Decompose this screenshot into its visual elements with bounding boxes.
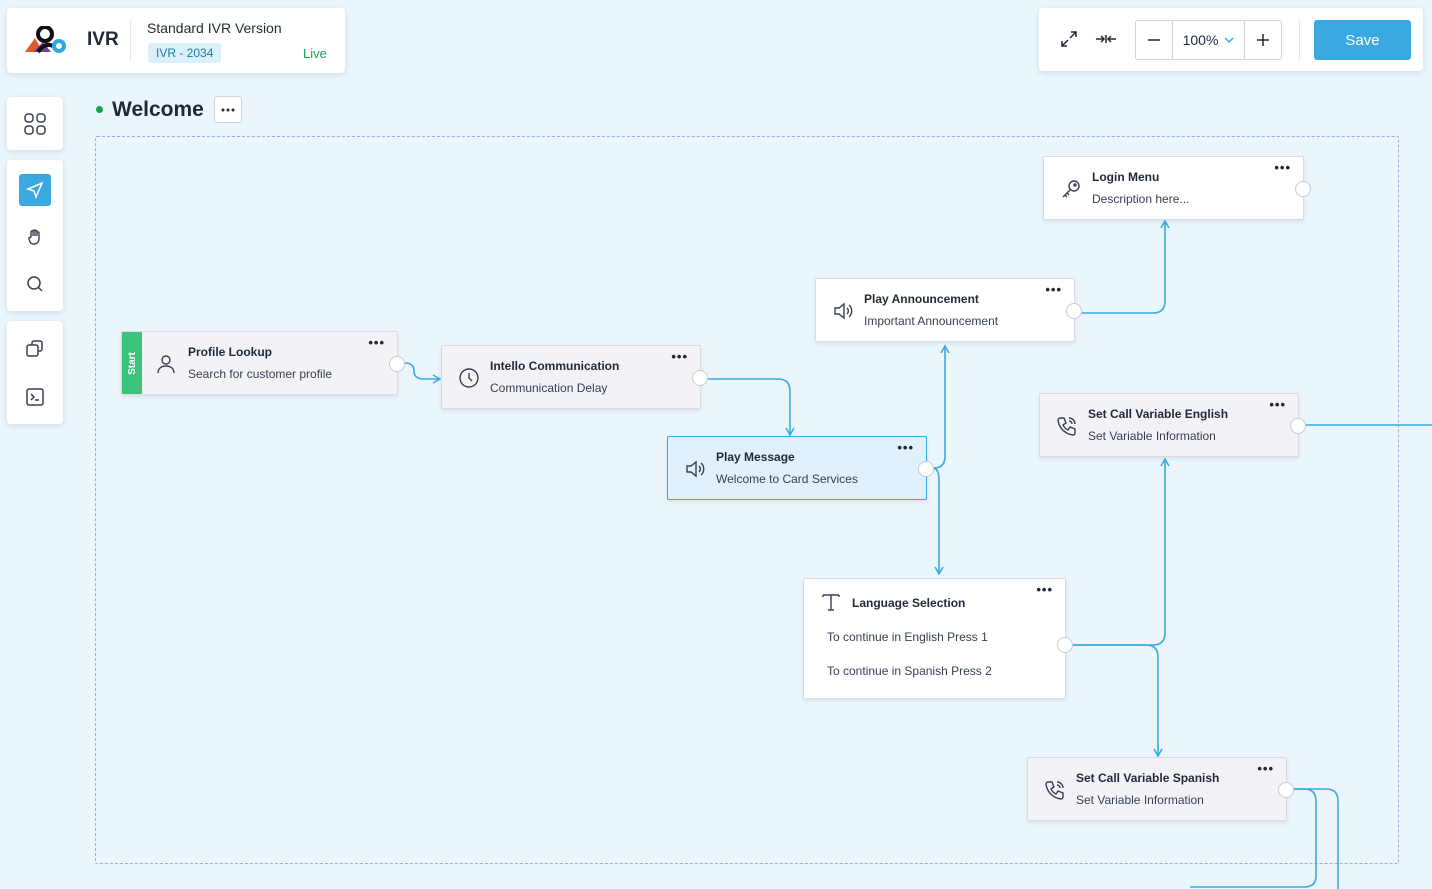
zoom-select[interactable]: 100% <box>1172 21 1245 59</box>
node-menu-button[interactable]: ••• <box>368 335 385 350</box>
node-login-menu[interactable]: Login Menu Description here... ••• <box>1043 156 1311 220</box>
node-menu-button[interactable]: ••• <box>1274 160 1291 175</box>
version-title: Standard IVR Version <box>147 20 282 36</box>
node-set-call-variable-english[interactable]: Set Call Variable English Set Variable I… <box>1039 393 1306 457</box>
save-button[interactable]: Save <box>1314 20 1411 60</box>
node-menu-button[interactable]: ••• <box>671 349 688 364</box>
node-title: Language Selection <box>852 596 966 610</box>
node-title: Intello Communication <box>490 359 620 373</box>
node-set-call-variable-spanish[interactable]: Set Call Variable Spanish Set Variable I… <box>1027 757 1294 821</box>
more-horizontal-icon <box>221 108 235 111</box>
node-subtitle: Important Announcement <box>864 314 999 328</box>
apps-grid-button[interactable] <box>19 108 51 140</box>
grid-icon <box>24 112 46 135</box>
flow-header: Welcome <box>96 96 242 123</box>
brand-logo <box>25 26 66 54</box>
output-port[interactable] <box>1066 303 1082 319</box>
output-port[interactable] <box>692 370 708 386</box>
node-menu-button[interactable]: ••• <box>1045 282 1062 297</box>
pointer-icon <box>26 181 44 199</box>
search-icon <box>27 276 43 292</box>
node-menu-button[interactable]: ••• <box>1036 582 1053 597</box>
brand-card: IVR Standard IVR Version IVR - 2034 Live <box>7 8 345 73</box>
pointer-tool-button[interactable] <box>19 174 51 206</box>
output-port[interactable] <box>1295 181 1311 197</box>
output-port[interactable] <box>918 461 934 477</box>
node-intello-communication[interactable]: Intello Communication Communication Dela… <box>441 345 708 409</box>
duplicate-button[interactable] <box>19 333 51 365</box>
start-tag: Start <box>122 332 142 394</box>
rail-group-misc <box>7 321 63 424</box>
node-subtitle: Set Variable Information <box>1088 429 1216 443</box>
toolbar-divider <box>1299 20 1300 60</box>
node-menu-button[interactable]: ••• <box>1269 397 1286 412</box>
node-subtitle: Description here... <box>1092 192 1190 206</box>
node-play-announcement[interactable]: Play Announcement Important Announcement… <box>815 278 1082 342</box>
expand-icon[interactable] <box>1058 28 1080 50</box>
output-port[interactable] <box>1290 418 1306 434</box>
zoom-control: 100% <box>1135 20 1282 60</box>
node-profile-lookup[interactable]: Start Profile Lookup Search for customer… <box>121 331 405 395</box>
hand-icon <box>28 229 40 245</box>
search-tool-button[interactable] <box>19 268 51 300</box>
output-port[interactable] <box>389 356 405 372</box>
flow-menu-button[interactable] <box>213 96 242 123</box>
node-title: Set Call Variable Spanish <box>1076 771 1220 785</box>
node-subtitle: Search for customer profile <box>188 367 333 381</box>
zoom-value: 100% <box>1182 32 1219 48</box>
language-option-english: To continue in English Press 1 <box>827 630 988 644</box>
phone-icon <box>1045 781 1064 800</box>
text-icon <box>822 594 840 611</box>
node-language-selection[interactable]: Language Selection To continue in Englis… <box>803 578 1073 699</box>
node-subtitle: Welcome to Card Services <box>716 472 858 486</box>
status-badge: Live <box>303 46 327 61</box>
node-menu-button[interactable]: ••• <box>897 440 914 455</box>
language-option-spanish: To continue in Spanish Press 2 <box>827 664 992 678</box>
clock-icon <box>459 368 479 388</box>
node-title: Set Call Variable English <box>1088 407 1229 421</box>
toolbar: 100% Save <box>1039 8 1423 71</box>
key-icon <box>1062 180 1080 198</box>
node-title: Play Announcement <box>864 292 979 306</box>
output-port[interactable] <box>1057 637 1073 653</box>
version-badge: IVR - 2034 <box>148 43 222 63</box>
node-title: Play Message <box>716 450 795 464</box>
app-name: IVR <box>87 29 119 50</box>
flow-canvas-boundary <box>95 136 1399 864</box>
copy-icon <box>26 340 43 357</box>
node-subtitle: Communication Delay <box>490 381 608 395</box>
hand-tool-button[interactable] <box>19 221 51 253</box>
collapse-icon[interactable] <box>1095 28 1117 50</box>
output-port[interactable] <box>1278 782 1294 798</box>
node-title: Login Menu <box>1092 170 1160 184</box>
rail-group-apps <box>7 97 63 150</box>
flow-status-dot <box>96 106 103 113</box>
rail-group-tools <box>7 160 63 311</box>
speaker-icon <box>686 460 705 478</box>
node-subtitle: Set Variable Information <box>1076 793 1204 807</box>
speaker-icon <box>834 302 853 320</box>
user-icon <box>157 355 175 374</box>
chevron-down-icon <box>1224 37 1234 44</box>
node-play-message[interactable]: Play Message Welcome to Card Services ••… <box>667 436 934 500</box>
flow-title: Welcome <box>112 97 204 121</box>
node-title: Profile Lookup <box>188 345 272 359</box>
console-button[interactable] <box>19 381 51 413</box>
node-menu-button[interactable]: ••• <box>1257 761 1274 776</box>
zoom-out-button[interactable] <box>1136 21 1172 59</box>
zoom-in-button[interactable] <box>1245 21 1281 59</box>
terminal-icon <box>26 388 44 406</box>
brand-divider <box>130 20 131 62</box>
phone-icon <box>1057 417 1076 436</box>
start-label: Start <box>126 351 138 375</box>
